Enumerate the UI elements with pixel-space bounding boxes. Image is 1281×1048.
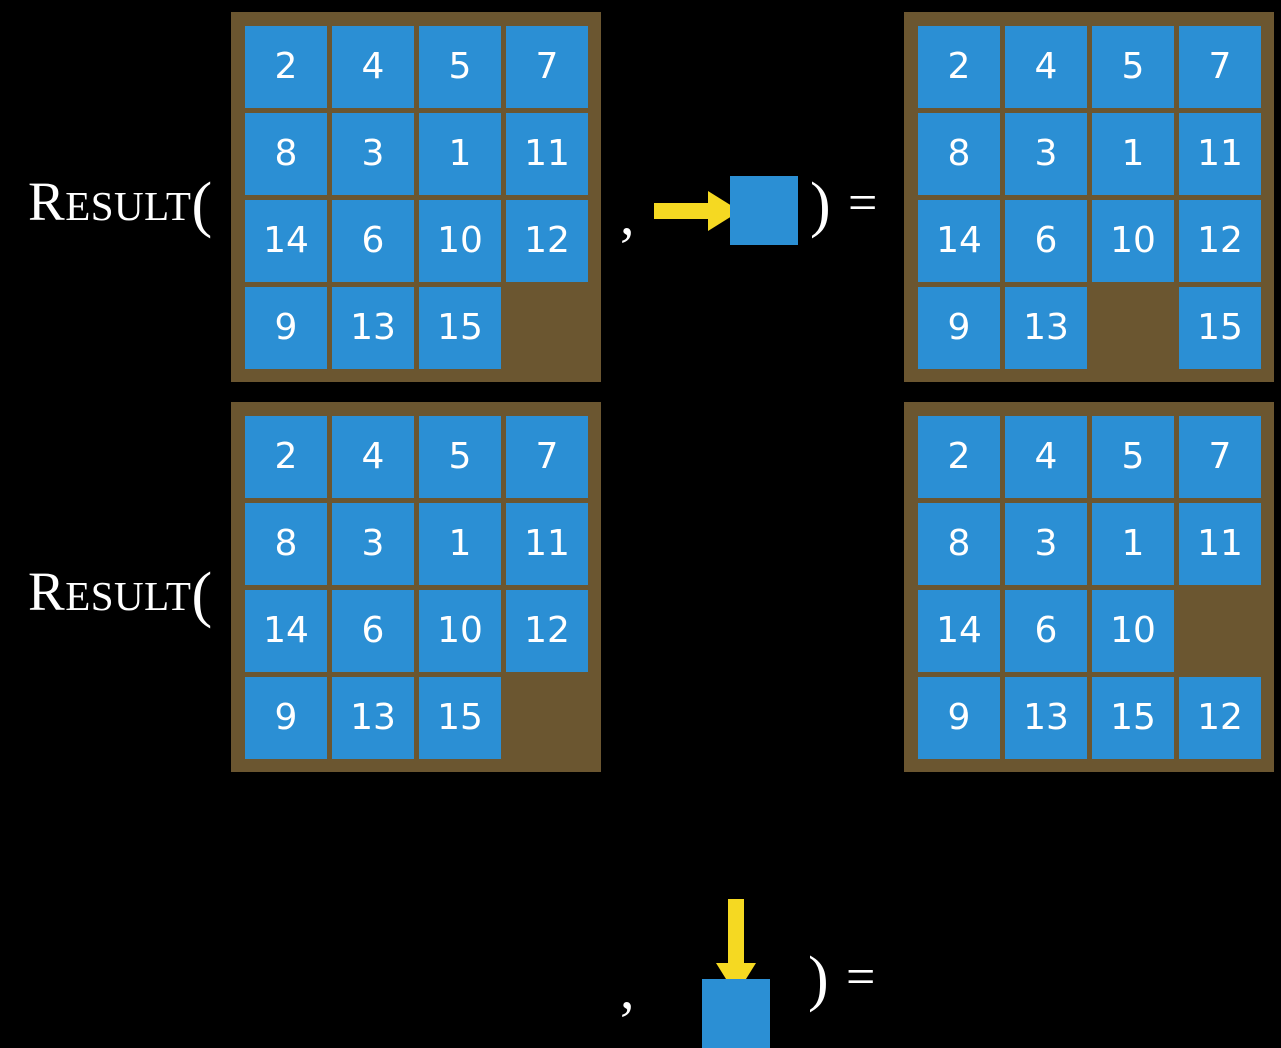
- tile[interactable]: 7: [506, 26, 588, 108]
- operator-blank-tile-row-2[interactable]: [702, 979, 770, 1048]
- blank-tile: [506, 287, 588, 369]
- tile[interactable]: 13: [332, 677, 414, 759]
- tile[interactable]: 1: [1092, 113, 1174, 195]
- equation-row-move-down: RESULT( 2 4 5 7 8 3 1 11 14 6 10 12 9 13…: [0, 390, 1281, 1048]
- arrow-right-icon: [654, 191, 740, 231]
- tile[interactable]: 1: [419, 113, 501, 195]
- input-board-row-2: 2 4 5 7 8 3 1 11 14 6 10 12 9 13 15: [231, 402, 601, 772]
- tile[interactable]: 3: [1005, 113, 1087, 195]
- result-function-label-row-1: RESULT(: [28, 168, 213, 237]
- blank-tile: [1179, 590, 1261, 672]
- tile[interactable]: 12: [506, 590, 588, 672]
- result-label-cap-r: R: [28, 561, 66, 622]
- tile[interactable]: 4: [1005, 26, 1087, 108]
- close-paren-row-2: ): [808, 945, 829, 1013]
- tile[interactable]: 9: [245, 287, 327, 369]
- tile[interactable]: 14: [918, 200, 1000, 282]
- tile[interactable]: 5: [419, 416, 501, 498]
- tile[interactable]: 5: [1092, 416, 1174, 498]
- equals-sign-row-1: =: [848, 175, 878, 232]
- tile[interactable]: 13: [1005, 287, 1087, 369]
- tile[interactable]: 5: [1092, 26, 1174, 108]
- equals-sign-row-2: =: [846, 949, 876, 1006]
- result-label-open-paren: (: [191, 561, 213, 629]
- tile[interactable]: 10: [419, 200, 501, 282]
- output-board-row-1: 2 4 5 7 8 3 1 11 14 6 10 12 9 13 15: [904, 12, 1274, 382]
- blank-tile: [506, 677, 588, 759]
- tile[interactable]: 8: [245, 113, 327, 195]
- tile[interactable]: 11: [1179, 503, 1261, 585]
- tile[interactable]: 14: [245, 200, 327, 282]
- tile[interactable]: 13: [332, 287, 414, 369]
- input-board-row-1: 2 4 5 7 8 3 1 11 14 6 10 12 9 13 15: [231, 12, 601, 382]
- tile[interactable]: 2: [245, 416, 327, 498]
- tile[interactable]: 12: [1179, 200, 1261, 282]
- tile[interactable]: 11: [506, 113, 588, 195]
- tile[interactable]: 2: [918, 26, 1000, 108]
- tile[interactable]: 3: [1005, 503, 1087, 585]
- tile[interactable]: 10: [419, 590, 501, 672]
- tile[interactable]: 15: [419, 677, 501, 759]
- tile[interactable]: 7: [506, 416, 588, 498]
- result-label-smallcaps: ESULT: [65, 183, 192, 229]
- tile[interactable]: 9: [918, 287, 1000, 369]
- tile[interactable]: 2: [918, 416, 1000, 498]
- tile[interactable]: 9: [245, 677, 327, 759]
- argument-separator-comma: ,: [620, 182, 635, 247]
- tile[interactable]: 10: [1092, 590, 1174, 672]
- tile[interactable]: 15: [1092, 677, 1174, 759]
- result-function-label-row-2: RESULT(: [28, 558, 213, 627]
- tile[interactable]: 1: [1092, 503, 1174, 585]
- tile[interactable]: 13: [1005, 677, 1087, 759]
- tile[interactable]: 3: [332, 503, 414, 585]
- close-paren-row-1: ): [810, 171, 831, 239]
- tile[interactable]: 3: [332, 113, 414, 195]
- tile[interactable]: 6: [1005, 590, 1087, 672]
- output-board-row-2: 2 4 5 7 8 3 1 11 14 6 10 9 13 15 12: [904, 402, 1274, 772]
- tile[interactable]: 11: [1179, 113, 1261, 195]
- tile[interactable]: 4: [332, 416, 414, 498]
- tile[interactable]: 8: [918, 113, 1000, 195]
- tile[interactable]: 14: [245, 590, 327, 672]
- equation-row-move-right: RESULT( 2 4 5 7 8 3 1 11 14 6 10 12 9 13…: [0, 0, 1281, 390]
- tile[interactable]: 8: [245, 503, 327, 585]
- tile[interactable]: 4: [332, 26, 414, 108]
- result-label-cap-r: R: [28, 171, 66, 232]
- tile[interactable]: 6: [332, 590, 414, 672]
- tile[interactable]: 9: [918, 677, 1000, 759]
- tile[interactable]: 6: [1005, 200, 1087, 282]
- result-label-open-paren: (: [191, 171, 213, 239]
- tile[interactable]: 2: [245, 26, 327, 108]
- tile[interactable]: 7: [1179, 26, 1261, 108]
- tile[interactable]: 10: [1092, 200, 1174, 282]
- tile[interactable]: 5: [419, 26, 501, 108]
- tile[interactable]: 15: [419, 287, 501, 369]
- tile[interactable]: 7: [1179, 416, 1261, 498]
- tile[interactable]: 12: [1179, 677, 1261, 759]
- result-label-smallcaps: ESULT: [65, 573, 192, 619]
- tile[interactable]: 15: [1179, 287, 1261, 369]
- operator-blank-tile-row-1[interactable]: [730, 176, 798, 245]
- tile[interactable]: 6: [332, 200, 414, 282]
- tile[interactable]: 8: [918, 503, 1000, 585]
- blank-tile: [1092, 287, 1174, 369]
- tile[interactable]: 12: [506, 200, 588, 282]
- tile[interactable]: 11: [506, 503, 588, 585]
- tile[interactable]: 1: [419, 503, 501, 585]
- tile[interactable]: 4: [1005, 416, 1087, 498]
- argument-separator-comma: ,: [620, 956, 635, 1021]
- tile[interactable]: 14: [918, 590, 1000, 672]
